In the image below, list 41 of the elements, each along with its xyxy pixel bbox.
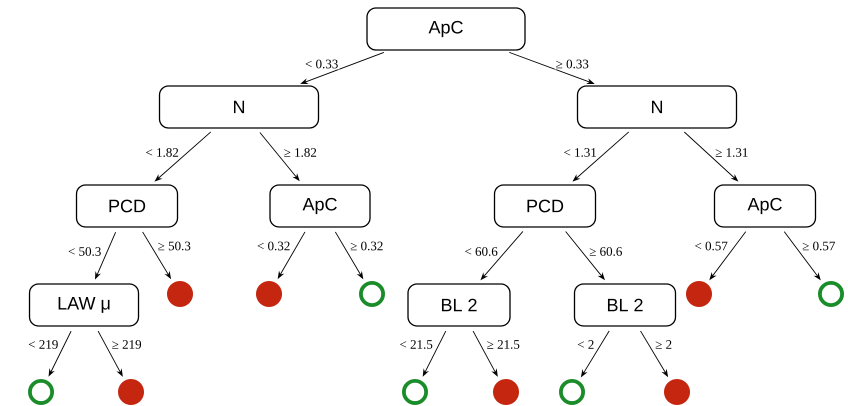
leaf-ring [359,281,385,307]
edge-label: < 0.57 [693,240,729,252]
edge-label: ≥ 1.31 [714,147,750,158]
split-box: BL 2 [407,283,511,327]
leaf-ring [818,281,844,307]
edge-label: ≥ 2 [654,339,674,350]
edge-label: ≥ 0.32 [349,240,384,252]
leaf-dot [493,378,519,405]
edge-label: ≥ 1.82 [282,147,318,158]
split-box: ApC [269,184,371,228]
leaf-dot [118,378,144,405]
leaf-dot [256,280,282,307]
edge-label: < 1.31 [562,147,598,158]
split-box: PCD [494,184,596,228]
edge-label: < 50.3 [66,246,102,257]
leaf-dot [686,280,712,307]
leaf-ring [559,378,585,405]
split-box: ApC [714,184,816,228]
edge-label: ≥ 21.5 [486,339,521,350]
edge-label: < 1.82 [144,147,180,158]
split-box: PCD [76,184,178,228]
edge-label: < 0.33 [304,58,340,70]
edge-label: ≥ 50.3 [156,240,192,252]
edge-label: ≥ 0.57 [801,240,836,252]
split-box: BL 2 [574,283,676,327]
edge-label: < 2 [576,339,596,350]
edge-label: < 0.32 [256,240,292,252]
split-box: LAW μ [28,283,140,327]
split-box: N [158,85,320,129]
split-box: N [576,85,738,129]
leaf-dot [664,378,690,405]
leaf-ring [402,378,428,405]
leaf-ring [28,378,54,405]
edge-label: ≥ 0.33 [554,58,590,70]
edge-label: ≥ 60.6 [588,246,624,257]
edge-label: ≥ 219 [110,339,143,350]
split-box: ApC [366,7,526,51]
edge-label: < 21.5 [398,339,434,350]
leaf-dot [167,280,193,307]
edge-label: < 60.6 [463,246,499,257]
edge-label: < 219 [27,339,60,350]
